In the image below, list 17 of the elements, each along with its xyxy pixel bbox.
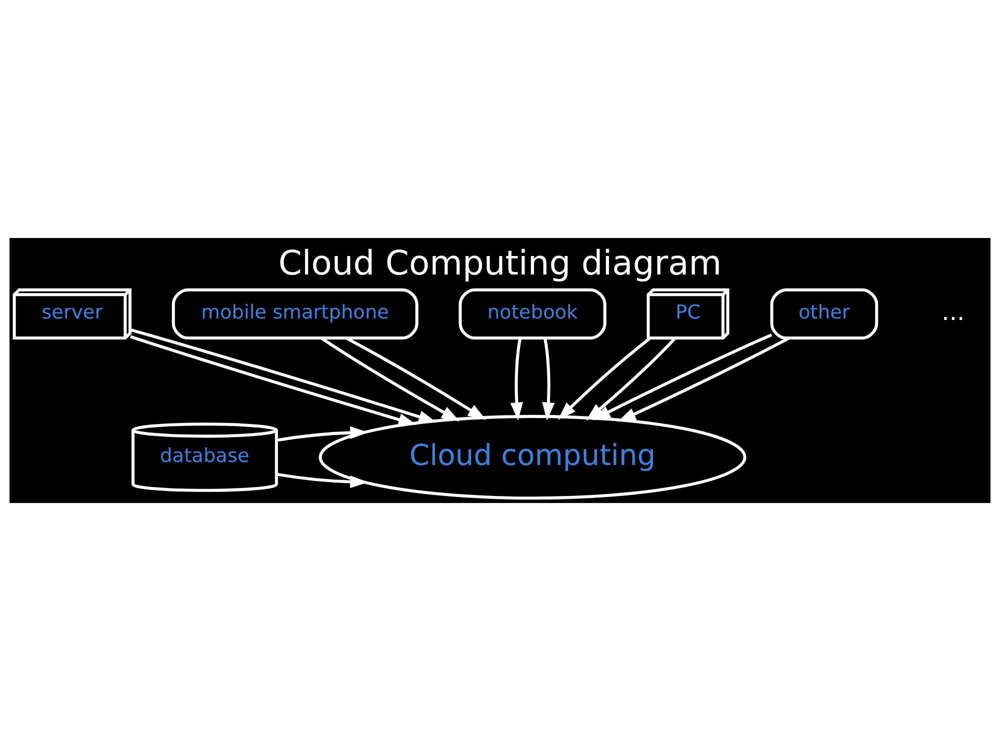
arrow (586, 336, 676, 420)
arrow (130, 328, 437, 422)
arrow (510, 337, 523, 420)
diagram-title: Cloud Computing diagram (278, 243, 722, 282)
arrow (276, 426, 368, 442)
arrow (345, 336, 486, 420)
node-box: notebook (458, 288, 606, 340)
arrow (320, 336, 460, 421)
arrow (130, 334, 417, 426)
arrow (618, 336, 790, 422)
node-label: ... (942, 297, 965, 326)
node-box: other (770, 288, 878, 340)
node-box: mobile smartphone (172, 288, 418, 340)
arrow (558, 336, 652, 420)
arrow (276, 472, 368, 488)
arrow (542, 337, 555, 420)
arrow (592, 333, 772, 420)
